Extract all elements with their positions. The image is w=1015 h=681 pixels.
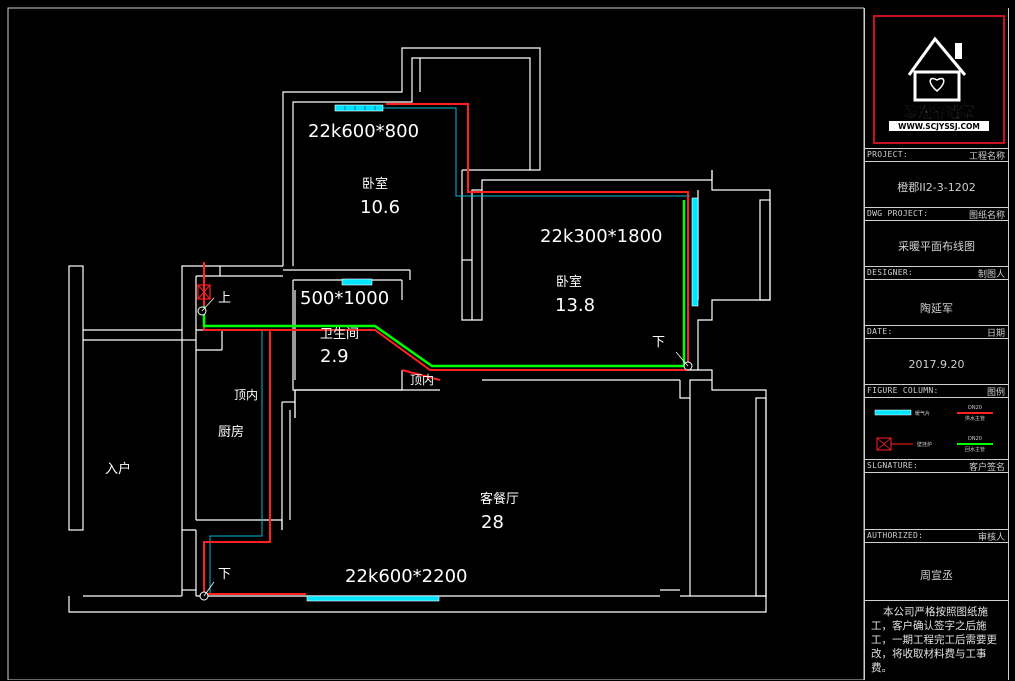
authorized-label-cn: 审核人	[977, 533, 1005, 543]
legend-boiler-icon	[876, 437, 892, 451]
annotation-down-living: 下	[218, 567, 231, 582]
title-block: 骏逸舒适家 WWW.SCJYSSJ.COM PROJECT: 工程名称 橙郡II…	[864, 8, 1009, 680]
date-label-cn: 日期	[986, 329, 1005, 339]
dwg-header: DWG PROJECT: 图纸名称	[865, 207, 1008, 221]
drawing-frame	[7, 7, 864, 680]
kitchen-name: 厨房	[218, 424, 244, 440]
project-label: PROJECT:	[867, 150, 908, 159]
house-logo-icon: 骏逸舒适家 WWW.SCJYSSJ.COM	[889, 36, 989, 131]
authorized-label: AUTHORIZED:	[867, 531, 924, 540]
radiator-label-3: 500*1000	[300, 288, 389, 309]
bedroom2-area: 13.8	[555, 295, 595, 316]
signature-value-cell[interactable]	[865, 472, 1008, 530]
dwg-label: DWG PROJECT:	[867, 209, 929, 218]
dwg-value: 采暖平面布线图	[898, 240, 975, 253]
designer-value-cell: 陶延军	[865, 279, 1008, 326]
legend-radiator-swatch	[874, 409, 912, 416]
company-logo: 骏逸舒适家 WWW.SCJYSSJ.COM	[873, 15, 1005, 144]
project-value-cell: 橙郡II2-3-1202	[865, 161, 1008, 208]
date-value-cell: 2017.9.20	[865, 338, 1008, 385]
logo-brand: 骏逸舒适家	[904, 104, 975, 121]
bathroom-area: 2.9	[320, 346, 349, 367]
pipe-kitchen	[209, 330, 263, 594]
boiler-icon	[197, 284, 211, 300]
authorized-header: AUTHORIZED: 审核人	[865, 529, 1008, 543]
designer-label: DESIGNER:	[867, 268, 914, 277]
pipe-bedroom1	[360, 107, 690, 197]
radiator-label-4: 22k600*2200	[345, 566, 468, 587]
project-label-cn: 工程名称	[968, 152, 1005, 162]
legend-boiler-text: 壁挂炉	[917, 441, 932, 448]
entrance-name: 入户	[105, 461, 131, 477]
annotation-ceiling-kitchen: 顶内	[234, 388, 258, 402]
annotation-down-bedroom: 下	[652, 335, 665, 350]
legend-header: FIGURE COLUMN: 图例	[865, 384, 1008, 398]
signature-header: SLGNATURE: 客户签名	[865, 459, 1008, 473]
notice-cell: 本公司严格按照图纸施工，客户确认签字之后施工，一期工程完工后需要更改，将收取材料…	[865, 600, 1008, 681]
project-value: 橙郡II2-3-1202	[897, 181, 976, 194]
floor-plan: 卧室 10.6 卧室 13.8 卫生间 2.9 厨房 客餐厅 28 入户 22k…	[7, 7, 864, 680]
legend-radiator-text: 暖气片	[915, 410, 930, 417]
living-name: 客餐厅	[480, 491, 519, 507]
radiator-label-2: 22k300*1800	[540, 226, 663, 247]
legend-supply-text-a: DN20	[968, 405, 982, 411]
dwg-label-cn: 图纸名称	[968, 211, 1005, 221]
return-main	[202, 200, 686, 368]
dwg-value-cell: 采暖平面布线图	[865, 220, 1008, 267]
legend-return-text-a: DN20	[968, 436, 982, 442]
legend-supply-text-b: 供水主管	[965, 415, 985, 422]
designer-label-cn: 制图人	[977, 270, 1005, 280]
logo-url: WWW.SCJYSSJ.COM	[898, 122, 980, 131]
legend-return-text-b: 回水主管	[965, 446, 985, 453]
notice-text: 本公司严格按照图纸施工，客户确认签字之后施工，一期工程完工后需要更改，将收取材料…	[871, 606, 997, 674]
legend-cell: 暖气片 DN20 供水主管 壁挂炉 DN20 回水主管	[865, 397, 1008, 460]
bedroom1-area: 10.6	[360, 197, 400, 218]
date-value: 2017.9.20	[908, 358, 965, 371]
designer-header: DESIGNER: 制图人	[865, 266, 1008, 280]
radiator-living	[306, 595, 440, 602]
living-area: 28	[481, 512, 504, 533]
date-header: DATE: 日期	[865, 325, 1008, 339]
annotation-up: 上	[218, 291, 231, 306]
legend: 暖气片 DN20 供水主管 壁挂炉 DN20 回水主管	[874, 405, 993, 453]
bedroom2-name: 卧室	[556, 274, 582, 290]
project-header: PROJECT: 工程名称	[865, 148, 1008, 162]
radiator-bedroom2	[691, 197, 699, 307]
authorized-value-cell: 周宣丞	[865, 542, 1008, 601]
radiators	[306, 104, 699, 602]
bathroom-name: 卫生间	[320, 327, 359, 342]
walls	[68, 47, 771, 613]
date-label: DATE:	[867, 327, 893, 336]
annotation-ceiling-hall: 顶内	[410, 373, 434, 387]
legend-label-cn: 图例	[986, 388, 1005, 398]
radiator-bedroom1	[334, 104, 384, 112]
designer-value: 陶延军	[920, 302, 953, 315]
bedroom1-name: 卧室	[362, 176, 388, 192]
signature-label-cn: 客户签名	[968, 463, 1005, 473]
signature-label: SLGNATURE:	[867, 461, 919, 470]
radiator-bathroom	[341, 278, 373, 286]
authorized-value: 周宣丞	[920, 569, 953, 582]
legend-label: FIGURE COLUMN:	[867, 386, 939, 395]
entrance-door	[68, 265, 84, 531]
radiator-label-1: 22k600*800	[308, 121, 419, 142]
